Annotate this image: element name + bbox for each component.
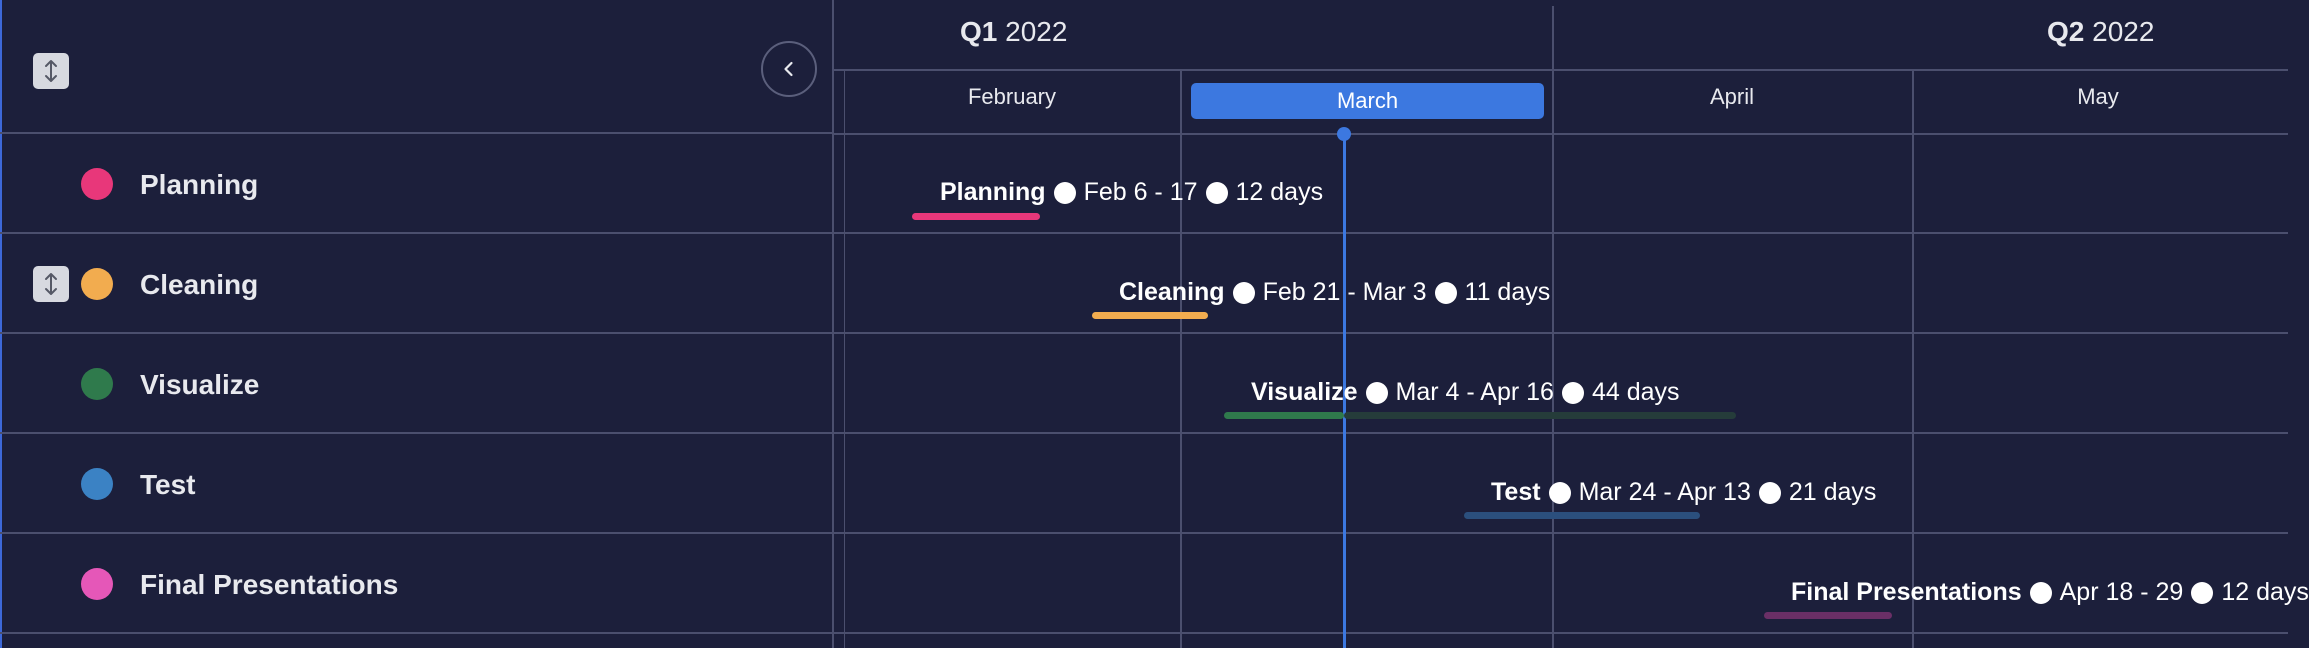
left-edge-accent	[0, 0, 2, 648]
task-name: Test	[1491, 478, 1541, 506]
separator-dot	[2029, 581, 2052, 604]
month-boundary-apr-may	[1912, 70, 1914, 648]
row-label: Test	[140, 469, 196, 500]
task-dates: Mar 24 - Apr 13	[1578, 478, 1751, 506]
collapse-panel-button[interactable]	[761, 41, 817, 97]
row-label: Visualize	[140, 369, 260, 400]
status-dot	[81, 368, 113, 400]
chevron-left-icon	[784, 61, 793, 77]
month-april[interactable]: April	[1709, 84, 1754, 109]
task-duration: 44 days	[1591, 378, 1680, 406]
task-name: Visualize	[1251, 378, 1358, 406]
task-name: Cleaning	[1119, 278, 1225, 306]
expand-vertical-icon	[45, 60, 57, 82]
task-cleaning[interactable]: Cleaning Feb 21 - Mar 3 11 days	[1119, 278, 1550, 307]
panel-divider-inner	[844, 70, 845, 648]
status-dot	[81, 168, 113, 200]
today-marker-line	[1343, 134, 1346, 648]
row-label: Final Presentations	[140, 569, 399, 600]
row-final-presentations[interactable]: Final Presentations	[0, 534, 2288, 634]
task-dates: Feb 6 - 17	[1083, 178, 1198, 206]
status-dot	[81, 568, 113, 600]
separator-dot	[1232, 281, 1255, 304]
drag-handle-button[interactable]	[33, 266, 69, 302]
status-dot	[81, 468, 113, 500]
today-marker-dot	[1337, 127, 1351, 141]
separator-dot	[1205, 181, 1228, 204]
row-test[interactable]: Test	[0, 434, 2288, 534]
row-label: Cleaning	[140, 269, 259, 300]
task-dates: Feb 21 - Mar 3	[1262, 278, 1427, 306]
task-test[interactable]: Test Mar 24 - Apr 13 21 days	[1491, 478, 1876, 507]
task-bar-test[interactable]	[1464, 512, 1700, 519]
month-march-active[interactable]: March	[1191, 83, 1544, 119]
month-february[interactable]: February	[967, 84, 1057, 109]
task-visualize[interactable]: Visualize Mar 4 - Apr 16 44 days	[1251, 378, 1680, 407]
month-may[interactable]: May	[2077, 84, 2119, 109]
task-bar-planning[interactable]	[912, 213, 1040, 220]
separator-dot	[1434, 281, 1457, 304]
separator-dot	[1053, 181, 1076, 204]
task-planning[interactable]: Planning Feb 6 - 17 12 days	[940, 178, 1323, 207]
task-duration: 11 days	[1464, 278, 1551, 306]
separator-dot	[1365, 381, 1388, 404]
status-dot	[81, 268, 113, 300]
separator-dot	[1758, 481, 1781, 504]
item-list-panel	[0, 0, 832, 648]
task-bar-cleaning[interactable]	[1092, 312, 1208, 319]
quarter-boundary-line	[1552, 6, 1554, 648]
task-name: Planning	[940, 178, 1046, 206]
task-dates: Apr 18 - 29	[2059, 578, 2184, 606]
expand-vertical-icon	[45, 273, 57, 295]
quarter-label-q1: Q1 2022	[960, 16, 1068, 47]
task-dates: Mar 4 - Apr 16	[1395, 378, 1554, 406]
task-duration: 12 days	[2221, 578, 2309, 606]
task-name: Final Presentations	[1791, 578, 2022, 606]
header-bottom-divider	[834, 133, 2288, 135]
row-label: Planning	[140, 169, 259, 200]
separator-dot	[1548, 481, 1571, 504]
month-boundary-feb-mar	[1180, 70, 1182, 648]
task-bar-visualize-remaining[interactable]	[1344, 412, 1736, 419]
task-duration: 12 days	[1235, 178, 1324, 206]
row-cleaning[interactable]: Cleaning	[0, 234, 2288, 334]
panel-divider	[832, 0, 834, 648]
task-final-presentations[interactable]: Final Presentations Apr 18 - 29 12 days	[1791, 578, 2309, 607]
task-bar-visualize-done[interactable]	[1224, 412, 1344, 419]
quarter-divider	[834, 69, 2288, 71]
list-header	[0, 0, 832, 134]
row-visualize[interactable]: Visualize	[0, 334, 2288, 434]
row-planning[interactable]: Planning	[0, 134, 2288, 234]
separator-dot	[2191, 581, 2214, 604]
task-bar-final-presentations[interactable]	[1764, 612, 1892, 619]
quarter-label-q2: Q2 2022	[2047, 16, 2155, 47]
expand-all-button[interactable]	[33, 53, 69, 89]
separator-dot	[1561, 381, 1584, 404]
task-duration: 21 days	[1788, 478, 1877, 506]
